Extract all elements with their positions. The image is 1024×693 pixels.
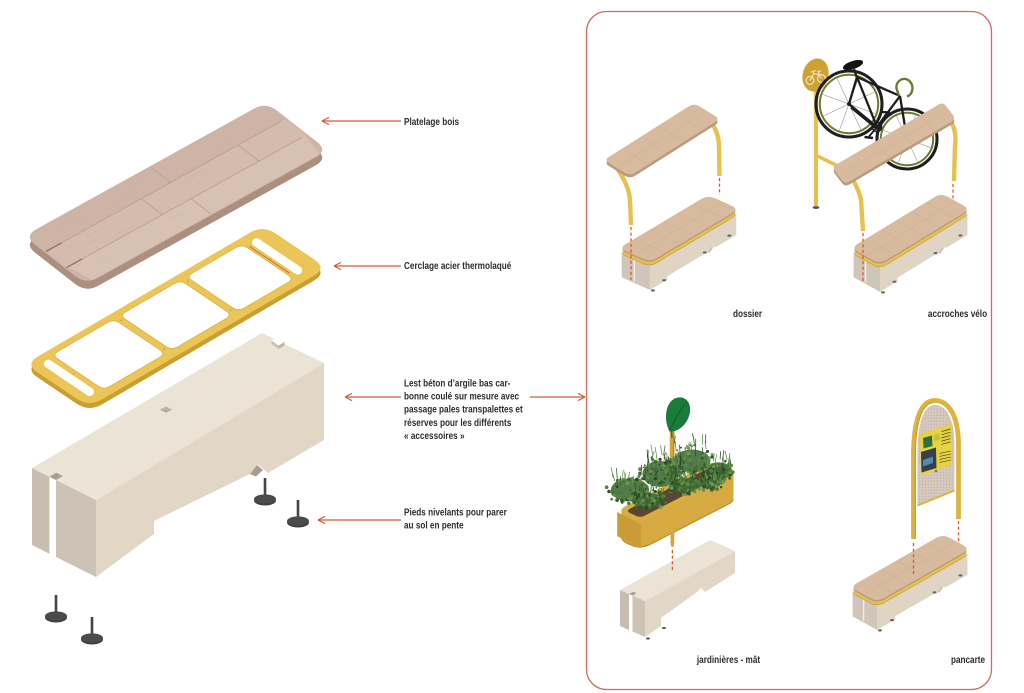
svg-text:dossier: dossier xyxy=(733,308,763,319)
svg-text:Lest béton d’argile bas car-: Lest béton d’argile bas car- xyxy=(404,376,510,388)
svg-text:réserves pour les différents: réserves pour les différents xyxy=(404,416,511,428)
svg-text:au sol en pente: au sol en pente xyxy=(404,518,464,530)
svg-text:pancarte: pancarte xyxy=(951,654,985,665)
svg-text:Cerclage acier thermolaqué: Cerclage acier thermolaqué xyxy=(404,259,511,271)
svg-text:Platelage bois: Platelage bois xyxy=(404,115,459,127)
svg-text:accroches vélo: accroches vélo xyxy=(928,308,988,319)
svg-text:passage pales transpalettes et: passage pales transpalettes et xyxy=(404,403,523,415)
svg-text:bonne coulé sur mesure avec: bonne coulé sur mesure avec xyxy=(404,390,519,402)
svg-text:jardinières - mât: jardinières - mât xyxy=(696,654,760,665)
svg-text:Pieds nivelants pour parer: Pieds nivelants pour parer xyxy=(404,505,507,517)
svg-text:« accessoires »: « accessoires » xyxy=(404,429,465,441)
